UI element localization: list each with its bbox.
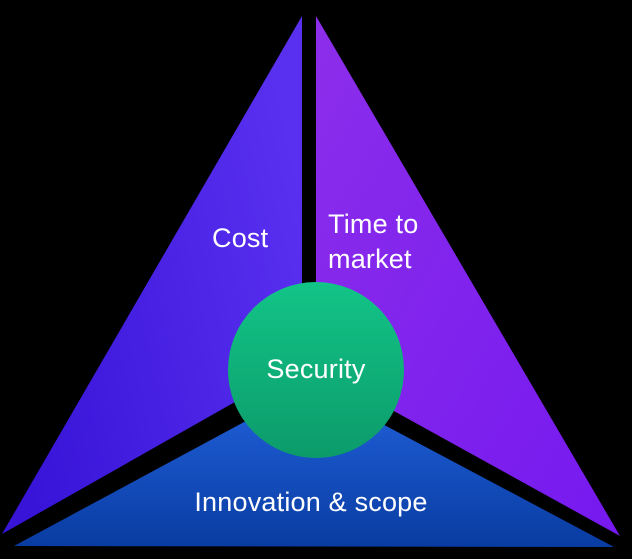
innovation-scope-triangle	[14, 386, 614, 547]
security-circle	[228, 282, 404, 458]
cost-triangle	[2, 16, 302, 534]
security-label: Security	[266, 354, 365, 384]
cost-label: Cost	[212, 223, 269, 253]
time-to-market-label-line2: market	[328, 244, 412, 274]
time-to-market-label-line1: Time to	[328, 209, 418, 239]
innovation-scope-label: Innovation & scope	[194, 487, 427, 517]
